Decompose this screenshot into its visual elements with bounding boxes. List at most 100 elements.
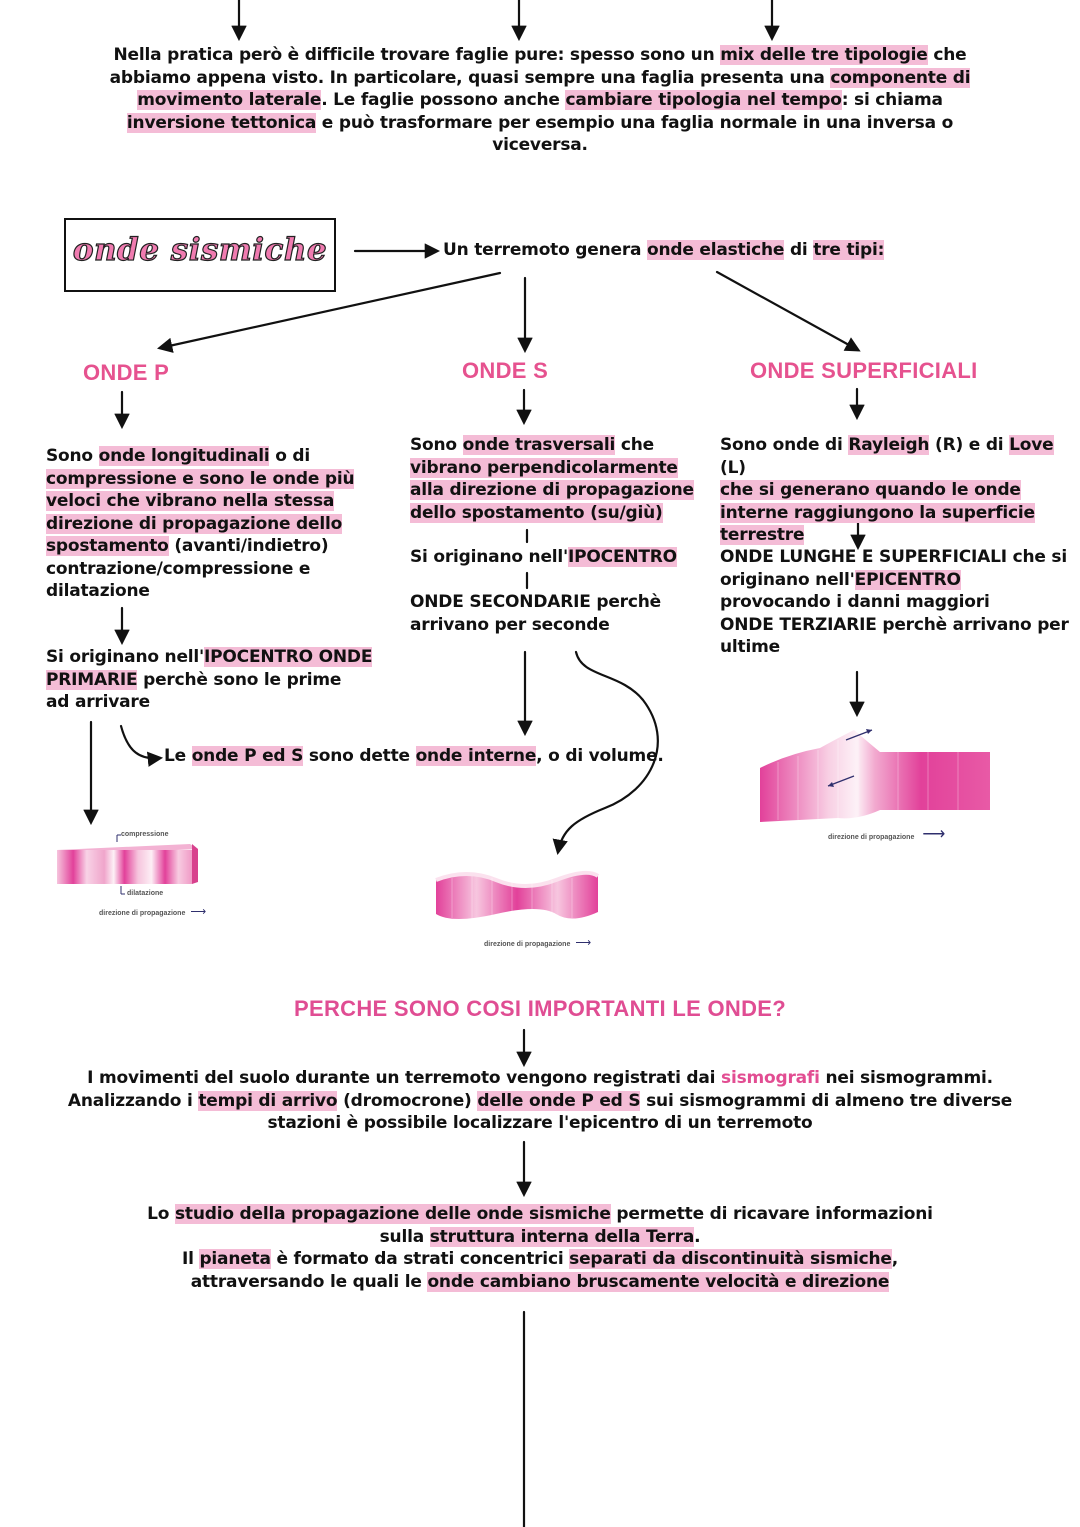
imp-highlight: separati da discontinuità sismiche [569,1249,892,1269]
intro-text: : si chiama [841,90,943,110]
p-highlight: onde longitudinali [98,446,270,466]
imp-text: Lo [147,1204,176,1224]
intro-text: abbiamo appena visto. In particolare, qu… [109,67,831,88]
interne-highlight: onde interne [415,746,537,766]
sup-highlight: interne raggiungono la superficie [720,502,1035,523]
s-text: Sono [410,435,463,455]
s-wave-diagram [435,870,600,920]
imp-text: Il [181,1249,200,1269]
arrow-right-icon: ⟶ [190,906,207,918]
surface-wave-illustration: direzione di propagazione ⟶ [758,728,994,843]
onde-p-origin: Si originano nell'IPOCENTRO ONDE PRIMARI… [46,646,376,714]
section-lead: Un terremoto genera onde elastiche di tr… [443,239,884,262]
s-highlight: alla direzione di propagazione [410,480,694,500]
arrow-right-icon: ⟶ [575,937,592,949]
intro-paragraph: Nella pratica però è difficile trovare f… [60,44,1020,157]
p-text: perchè sono le prime [137,669,342,690]
intro-highlight: componente di [830,67,971,88]
sup-text: provocando i danni maggiori [720,592,990,612]
onde-s-origin: Si originano nell'IPOCENTRO [410,546,710,569]
s-text: arrivano per seconde [410,614,610,635]
p-text: dilatazione [46,581,150,601]
section-title-box: onde sismiche [64,218,336,292]
p-wave-label-compressione: compressione [121,831,169,838]
imp-highlight: pianeta [199,1249,271,1269]
onde-sup-epicentro: ONDE LUNGHE E SUPERFICIALI che si origin… [720,546,1078,659]
intro-text: viceversa. [492,135,588,155]
p-highlight: veloci che vibrano nella stessa [46,491,335,511]
p-wave-illustration: compressione dilatazione direzione di pr… [55,830,206,918]
imp-text: Analizzando i [67,1090,199,1111]
sup-text: ONDE TERZIARIE perchè arrivano per [720,614,1069,635]
p-highlight: direzione di propagazione dello [46,513,343,534]
onde-p-description: Sono onde longitudinali o di compression… [46,445,376,603]
p-highlight: spostamento [46,536,169,556]
imp-text: , [891,1249,899,1269]
p-wave-caption: direzione di propagazione ⟶ [99,900,206,919]
importance-paragraph-1: I movimenti del suolo durante un terremo… [40,1067,1040,1135]
importance-paragraph-2: Lo studio della propagazione delle onde … [40,1203,1040,1293]
s-wave-caption: direzione di propagazione⟶ [484,931,591,950]
surface-wave-caption-text: direzione di propagazione [828,834,915,841]
p-text: ad arrivare [46,692,150,712]
imp-highlight: studio della propagazione delle onde sis… [175,1204,611,1224]
p-wave-diagram [57,834,198,895]
interne-text: sono dette [303,746,416,766]
imp-text: stazioni è possibile localizzare l'epice… [267,1113,813,1133]
p-text: Sono [46,446,99,466]
imp-highlight: tempi di arrivo [198,1090,338,1111]
p-text: Si originano nell' [46,647,205,667]
intro-highlight: inversione tettonica [126,112,317,133]
imp-highlight: struttura interna della Terra [429,1226,695,1247]
arrow-right-icon: ⟶ [922,826,946,843]
intro-text: . Le faglie possono anche [321,90,566,110]
lead-highlight: onde elastiche [647,240,785,260]
surface-wave-caption: direzione di propagazione ⟶ [828,824,945,844]
sup-highlight: EPICENTRO [854,569,961,590]
lead-text: di [784,240,814,260]
heading-onde-s: ONDE S [462,358,549,383]
intro-text: e può trasformare per esempio una faglia… [316,112,954,133]
p-wave-caption-text: direzione di propagazione [99,910,186,917]
s-wave-illustration: direzione di propagazione⟶ [432,868,602,950]
p-highlight: compressione e sono le onde più [46,468,355,489]
imp-highlight: onde cambiano bruscamente velocità e dir… [427,1271,890,1292]
interne-text: , o di volume. [536,746,664,766]
intro-text: Nella pratica però è difficile trovare f… [113,45,721,65]
p-text: o di [269,446,310,466]
imp-pink-text: sismografi [721,1068,820,1088]
interne-highlight: onde P ed S [191,746,304,766]
s-highlight: vibrano perpendicolarmente [410,457,678,478]
p-text: (avanti/indietro) [168,536,329,556]
onde-s-description: Sono onde trasversali che vibrano perpen… [410,434,710,524]
s-highlight: IPOCENTRO [568,547,677,567]
sup-highlight: Rayleigh [848,435,930,455]
s-highlight: onde trasversali [462,435,616,455]
p-highlight: IPOCENTRO ONDE [204,647,373,667]
sup-text: (R) e di [929,435,1010,455]
s-text: ONDE SECONDARIE perchè [410,592,661,612]
sup-text: originano nell' [720,569,855,590]
onde-interne-note: Le onde P ed S sono dette onde interne, … [164,745,664,768]
surface-wave-diagram [760,729,990,822]
onde-sup-description: Sono onde di Rayleigh (R) e di Love (L) … [720,434,1075,547]
imp-text: (dromocrone) [337,1090,478,1111]
intro-text: che [927,45,967,65]
s-text: Si originano nell' [410,547,569,567]
heading-onde-superficiali: ONDE SUPERFICIALI [750,358,978,383]
imp-text: . [694,1226,701,1247]
imp-text: sui sismogrammi di almeno tre diverse [640,1090,1013,1111]
sup-highlight: Love [1009,435,1054,455]
intro-highlight: cambiare tipologia nel tempo [565,90,842,110]
lead-text: Un terremoto genera [443,240,648,260]
s-highlight: dello spostamento (su/giù) [410,502,663,523]
imp-text: è formato da strati concentrici [270,1249,570,1269]
sup-text: (L) [720,457,746,478]
imp-highlight: delle onde P ed S [477,1090,641,1111]
onde-s-secondarie: ONDE SECONDARIE perchè arrivano per seco… [410,591,710,636]
intro-highlight: movimento laterale [137,90,322,110]
p-highlight: PRIMARIE [46,669,138,690]
imp-text: sulla [379,1226,430,1247]
imp-text: I movimenti del suolo durante un terremo… [87,1068,722,1088]
